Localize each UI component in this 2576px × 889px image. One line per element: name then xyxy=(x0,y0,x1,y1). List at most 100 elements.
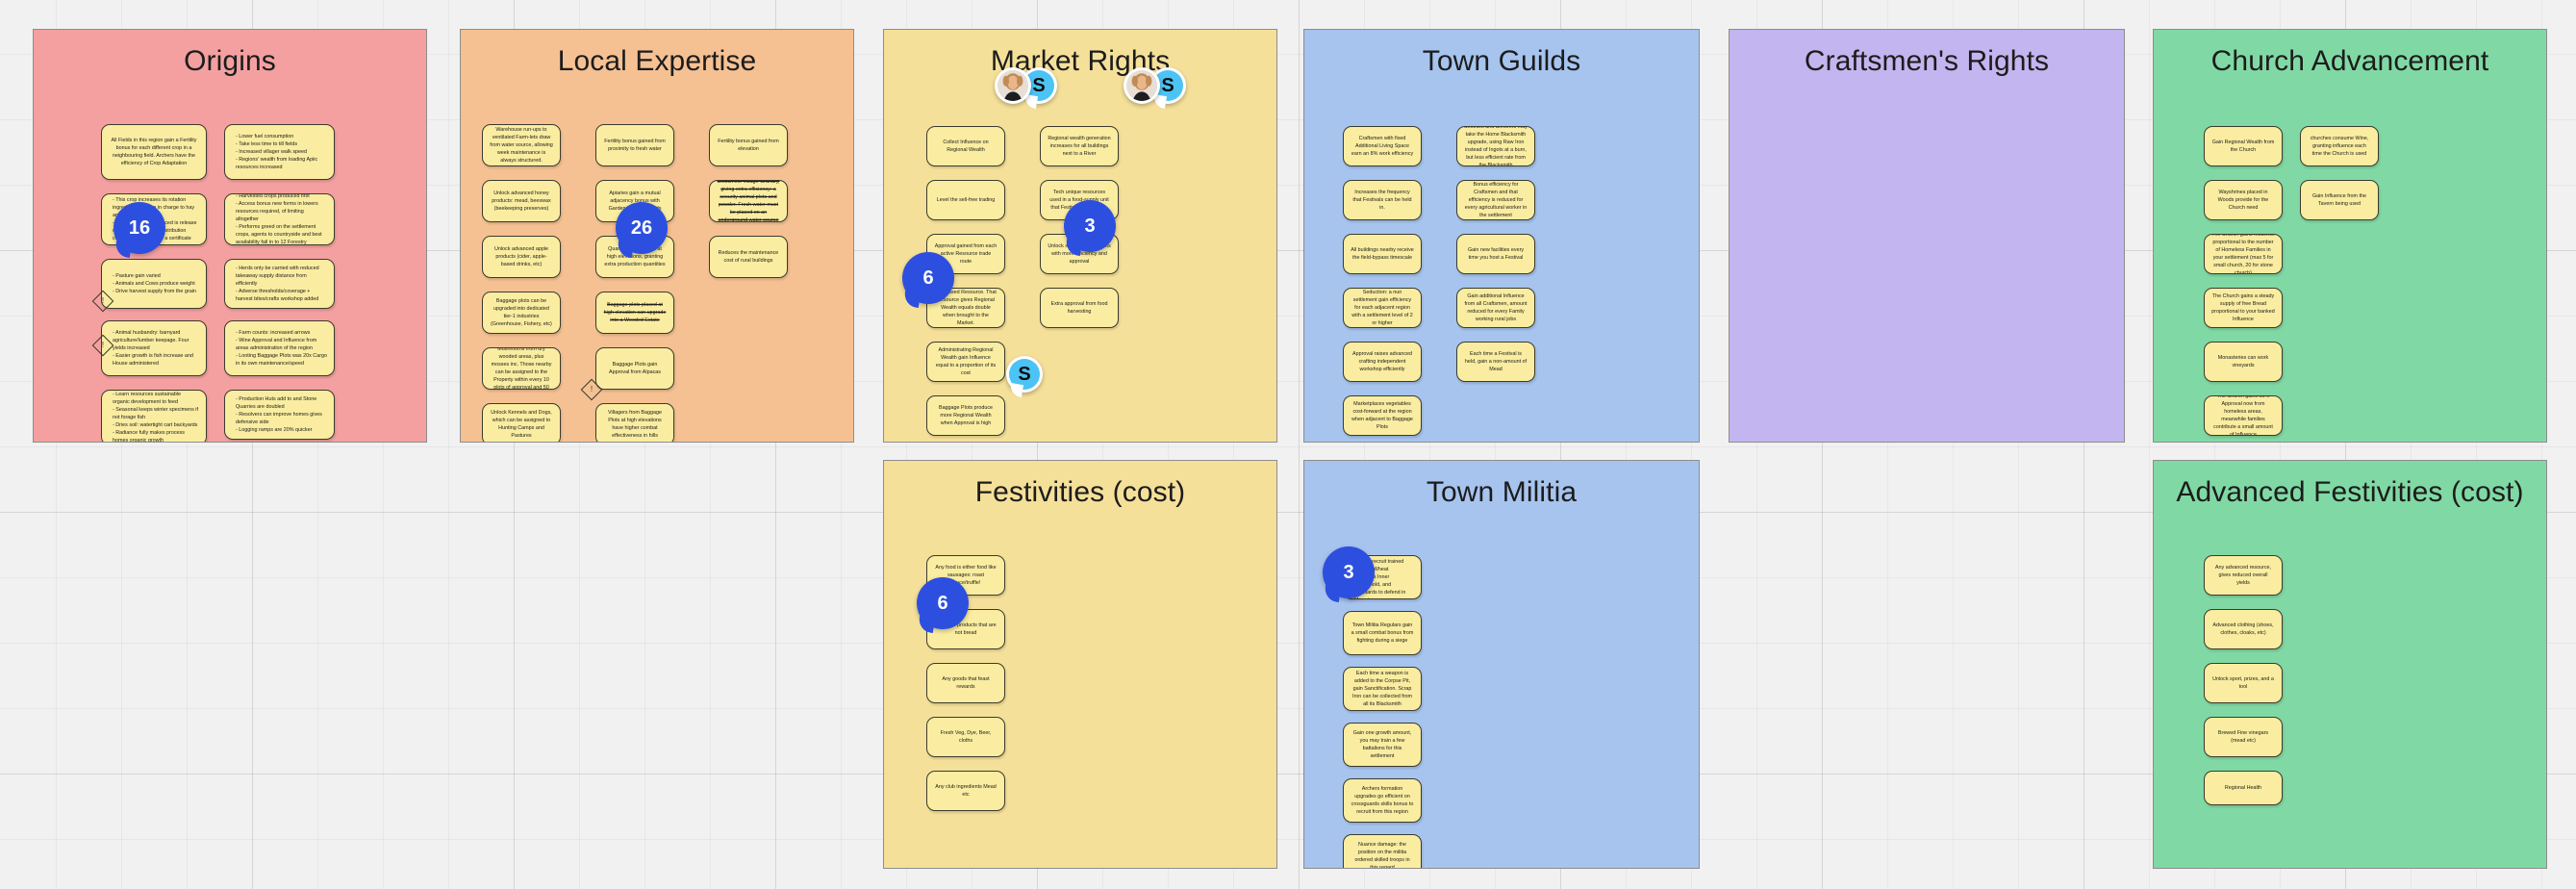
sticky-note[interactable]: Any advanced resource, gives reduced ove… xyxy=(2204,555,2283,596)
sticky-note-text: Gain additional Influence from all Craft… xyxy=(1464,292,1528,323)
sticky-note[interactable]: Smithies and armorers may take the Home … xyxy=(1456,126,1535,166)
comment-count-bubble[interactable]: 26 xyxy=(616,202,668,254)
sticky-note[interactable]: Level the sell-free trading xyxy=(926,180,1005,220)
sticky-note[interactable]: All buildings nearby receive the field-b… xyxy=(1343,234,1422,274)
sticky-note[interactable]: Each time a Festival is held, gain a non… xyxy=(1456,342,1535,382)
presence-avatar-pair[interactable]: S xyxy=(1124,67,1186,104)
sticky-note-text: Gain new facilities every time you host … xyxy=(1467,246,1525,261)
sticky-note[interactable]: Approval raises advanced crafting indepe… xyxy=(1343,342,1422,382)
sticky-note[interactable]: Advanced clothing (shoes, clothes, cloak… xyxy=(2204,609,2283,649)
sticky-note[interactable]: Archers formation upgrades go efficient … xyxy=(1343,778,1422,823)
frame-title-town-guilds: Town Guilds xyxy=(1422,45,1581,77)
sticky-note-text: - Pasture gain varied - Animals and Cows… xyxy=(113,272,196,295)
sticky-note[interactable]: Warehouse run-ups to ventilated Farm-let… xyxy=(482,124,561,166)
sticky-note-text: - Herds only be carried with reduced tak… xyxy=(236,265,319,303)
comment-count-bubble[interactable]: 6 xyxy=(902,252,954,304)
sticky-note[interactable]: Any club ingredients Mead etc xyxy=(926,771,1005,811)
sticky-note-text: Approval raises advanced crafting indepe… xyxy=(1351,350,1413,373)
sticky-note[interactable]: Unlock Kennels and Dogs, which can be as… xyxy=(482,403,561,442)
sticky-note[interactable]: Baggage plots placed at high elevation c… xyxy=(595,292,674,334)
sticky-note[interactable]: - Lower fuel consumption - Take less tim… xyxy=(224,124,335,180)
sticky-note[interactable]: Unlock advanced apple products (cider, a… xyxy=(482,236,561,278)
sticky-note[interactable]: Town Militia Regulars gain a small comba… xyxy=(1343,611,1422,655)
sticky-note-text: Baggage Plots produce more Regional Weal… xyxy=(938,404,994,427)
sticky-note[interactable]: Gain Influence from the Tavern being use… xyxy=(2300,180,2379,220)
sticky-note[interactable]: Nuance damage: the position on the milit… xyxy=(1343,834,1422,869)
presence-avatar-pair[interactable]: S xyxy=(995,67,1057,104)
sticky-note[interactable]: All Fields in this region gain a Fertili… xyxy=(101,124,207,180)
sticky-note[interactable]: churches consume Wine, granting influenc… xyxy=(2300,126,2379,166)
sticky-note[interactable]: Wayshrines placed in Woods provide for t… xyxy=(2204,180,2283,220)
frame-title-festivities-cost: Festivities (cost) xyxy=(974,476,1186,508)
comment-count-bubble[interactable]: 3 xyxy=(1064,200,1116,252)
sticky-note-text: Town Militia Regulars gain a small comba… xyxy=(1351,622,1414,645)
sticky-note[interactable]: - Animal husbandry: barnyard agriculture… xyxy=(101,320,207,376)
sticky-note[interactable]: Brewed Fine vinegars (mead etc) xyxy=(2204,717,2283,757)
sticky-note[interactable]: Seduction: a nun settlement gain efficie… xyxy=(1343,288,1422,328)
sticky-note[interactable]: Bonus efficiency for Craftsmen and that … xyxy=(1456,180,1535,220)
sticky-note[interactable]: Gain additional Influence from all Craft… xyxy=(1456,288,1535,328)
sticky-note-text: Any food is either food like sausages: r… xyxy=(935,564,997,587)
frame-craftsmens-rights[interactable]: Craftsmen's Rights xyxy=(1729,29,2125,443)
sticky-note[interactable]: Baggage Plots produce more Regional Weal… xyxy=(926,395,1005,436)
sticky-note[interactable]: Extra approval from food harvesting xyxy=(1040,288,1119,328)
frame-title-town-militia: Town Militia xyxy=(1426,476,1578,508)
sticky-note-text: Collect Influence on Regional Wealth xyxy=(943,139,989,153)
comment-count-bubble[interactable]: 3 xyxy=(1323,546,1375,598)
sticky-note[interactable]: Unlock sport, prizes, and a tool xyxy=(2204,663,2283,703)
sticky-note[interactable]: Administrating Regional Wealth gain Infl… xyxy=(926,342,1005,382)
sticky-note-text: Baggage plots can be upgraded into dedic… xyxy=(491,297,552,328)
sticky-note[interactable]: - Learn resources sustainable organic de… xyxy=(101,390,207,442)
sticky-note[interactable]: Each time a weapon is added to the Corps… xyxy=(1343,667,1422,711)
sticky-note[interactable]: Regional wealth generation increases for… xyxy=(1040,126,1119,166)
sticky-note[interactable]: - Harvested crops produced first - Acces… xyxy=(224,193,335,245)
avatar-wrapper xyxy=(995,67,1031,104)
frame-advanced-festivities-cost[interactable]: Advanced Festivities (cost)Any advanced … xyxy=(2153,460,2547,869)
frame-festivities-cost[interactable]: Festivities (cost) Any food is either foo… xyxy=(883,460,1277,869)
sticky-note[interactable]: Processed Resource. That Resource gives … xyxy=(926,288,1005,328)
sticky-note-text: Increases the frequency that Festivals c… xyxy=(1352,189,1412,212)
sticky-note[interactable]: Baggage plots can be upgraded into dedic… xyxy=(482,292,561,334)
sticky-note[interactable]: The Church gains Influence proportional … xyxy=(2204,234,2283,274)
sticky-note[interactable]: Baggage Plots gain Approval from Alpacas xyxy=(595,347,674,390)
sticky-note[interactable]: Fresh Veg, Dye, Beer, cloths xyxy=(926,717,1005,757)
sticky-note[interactable]: Unlock advanced honey products: mead, be… xyxy=(482,180,561,222)
sticky-note-text: Nuance damage: the position on the milit… xyxy=(1354,841,1410,869)
sticky-note[interactable]: Any food is either food like sausages: r… xyxy=(926,555,1005,596)
sticky-note[interactable]: Increases the frequency that Festivals c… xyxy=(1343,180,1422,220)
sticky-note[interactable]: The Church gains a steady supply of free… xyxy=(2204,288,2283,328)
frame-town-militia[interactable]: Town Militia- Unlock Patrol Huts: regula… xyxy=(1303,460,1700,869)
sticky-note[interactable]: - Pasture gain varied - Animals and Cows… xyxy=(101,259,207,309)
presence-initial-bubble[interactable]: S xyxy=(1006,356,1043,393)
sticky-note-text: Baggage Plots gain Approval from Alpacas xyxy=(609,361,661,375)
sticky-note[interactable]: Regional Health xyxy=(2204,771,2283,805)
sticky-note[interactable]: Fertility bonus gained from proximity to… xyxy=(595,124,674,166)
sticky-note[interactable]: Monasteries can work vineyards xyxy=(2204,342,2283,382)
sticky-note[interactable]: Gain new facilities every time you host … xyxy=(1456,234,1535,274)
sticky-note[interactable]: - Farm counts: increased arrows - Wine A… xyxy=(224,320,335,376)
sticky-note-text: - Animal husbandry: barnyard agriculture… xyxy=(113,329,193,368)
sticky-note[interactable]: The Church gains 50% Approval now from h… xyxy=(2204,395,2283,436)
comment-count-bubble[interactable]: 16 xyxy=(114,202,165,254)
sticky-note-text: Unlock Kennels and Dogs, which can be as… xyxy=(491,409,552,440)
sticky-note[interactable]: Gain Regional Wealth from the Church xyxy=(2204,126,2283,166)
sticky-note[interactable]: Fertility bonus gained from elevation xyxy=(709,124,788,166)
sticky-note[interactable]: Villagers from Baggage Plots at high ele… xyxy=(595,403,674,442)
sticky-note[interactable]: Reduces the maintenance cost of rural bu… xyxy=(709,236,788,278)
sticky-note[interactable]: Marketplaces vegetables cost-forward at … xyxy=(1343,395,1422,436)
sticky-note[interactable]: Forage plot may harvest Mushrooms from d… xyxy=(482,347,561,390)
sticky-note[interactable]: - Herds only be carried with reduced tak… xyxy=(224,259,335,309)
sticky-note[interactable]: - Production Huts add to and Stone Quarr… xyxy=(224,390,335,440)
sticky-note[interactable]: Any goods that feast rewards xyxy=(926,663,1005,703)
sticky-note[interactable]: Collect Influence on Regional Wealth xyxy=(926,126,1005,166)
comment-count-bubble[interactable]: 6 xyxy=(917,577,969,629)
sticky-note[interactable]: Unlock the Village Granary, giving extra… xyxy=(709,180,788,222)
sticky-note[interactable]: Craftsmen with fixed Additional Living S… xyxy=(1343,126,1422,166)
sticky-note[interactable]: Gain one growth amount, you may train a … xyxy=(1343,723,1422,767)
avatar-wrapper xyxy=(1124,67,1160,104)
